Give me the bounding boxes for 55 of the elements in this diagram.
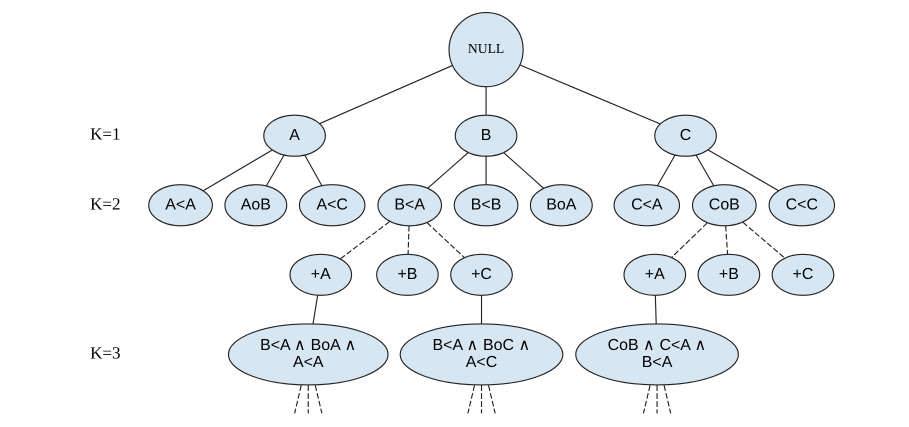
node-ellipse: B<B — [454, 184, 518, 226]
connector — [304, 154, 322, 186]
connector — [340, 221, 390, 260]
connector — [642, 385, 651, 414]
connector — [480, 295, 482, 324]
connector — [486, 86, 487, 115]
connector — [708, 149, 779, 192]
connector — [408, 226, 410, 254]
node-ellipse: CoB — [692, 184, 757, 226]
connector — [319, 65, 452, 124]
connector — [427, 152, 468, 189]
connector — [486, 156, 487, 184]
node-ellipse: C — [654, 114, 717, 157]
connector — [203, 150, 272, 192]
connector — [725, 226, 728, 254]
node-ellipse: B<A ∧ BoA ∧ A<A — [228, 323, 389, 386]
connector — [656, 385, 658, 414]
connector — [488, 385, 496, 414]
connector — [664, 385, 672, 414]
connector — [671, 222, 708, 258]
node-ellipse: +C — [772, 254, 834, 296]
node-ellipse: C<C — [768, 184, 836, 226]
node-ellipse: B<A ∧ BoC ∧ A<C — [400, 323, 564, 386]
label: K=3 — [90, 343, 121, 362]
node-ellipse: AoB — [224, 184, 288, 226]
node-ellipse: C<A — [614, 184, 680, 226]
connector — [467, 385, 476, 414]
node-ellipse: +B — [698, 254, 760, 296]
node-ellipse: CoB ∧ C<A ∧ B<A — [575, 323, 739, 386]
node-ellipse: A<A — [148, 184, 213, 226]
node-ellipse: B — [454, 114, 518, 157]
connector — [426, 222, 465, 258]
node-ellipse: +B — [376, 254, 439, 296]
node-ellipse: A<C — [298, 184, 366, 226]
connector — [308, 385, 309, 414]
connector — [480, 385, 482, 414]
connector — [656, 154, 676, 186]
node-ellipse: +C — [450, 254, 513, 296]
node-ellipse: +A — [289, 254, 352, 296]
node-circle: NULL — [448, 12, 524, 88]
connector — [742, 222, 785, 258]
node-ellipse: B<A — [377, 184, 442, 226]
connector — [520, 64, 660, 124]
connector — [294, 385, 302, 414]
connector — [654, 295, 657, 324]
connector — [696, 154, 714, 186]
label: K=1 — [90, 124, 121, 144]
connector — [504, 152, 544, 189]
node-ellipse: A — [263, 114, 326, 157]
connector — [314, 385, 322, 414]
label: K=2 — [90, 194, 121, 214]
node-ellipse: BoA — [530, 184, 593, 226]
node-ellipse: +A — [623, 254, 686, 296]
connector — [312, 295, 318, 324]
connector — [266, 154, 284, 186]
